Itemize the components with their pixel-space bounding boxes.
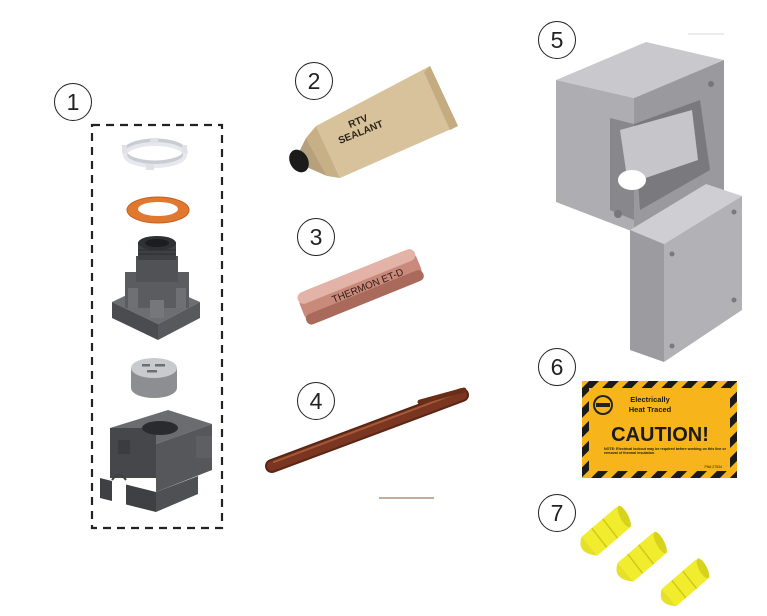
- orange-gasket: [126, 196, 190, 224]
- gray-plug: [131, 358, 177, 398]
- caution-title: CAUTION!: [611, 424, 709, 446]
- junction-box: [556, 33, 724, 232]
- caution-label: Electrically Heat Traced CAUTION! NOTE: …: [582, 381, 737, 478]
- wire-nuts: [580, 505, 710, 607]
- wire-nut-icon: [580, 505, 632, 556]
- heating-cable: [265, 387, 469, 473]
- wire-nut-icon: [616, 531, 668, 582]
- pipe-stand-base: [100, 410, 212, 512]
- thermon-splice: THERMON ET-D: [297, 249, 424, 325]
- caution-header-line2: Heat Traced: [629, 405, 672, 414]
- callout-5: 5: [538, 21, 576, 59]
- caution-code: PN# 27534: [704, 465, 722, 469]
- wire-nut-icon: [660, 558, 710, 607]
- callout-2: 2: [295, 62, 333, 100]
- callout-7: 7: [538, 494, 576, 532]
- callout-1: 1: [54, 83, 92, 121]
- junction-box-lid: [630, 184, 742, 362]
- callout-4: 4: [297, 382, 335, 420]
- callout-6: 6: [538, 348, 576, 386]
- lock-nut: [122, 138, 188, 170]
- gland-fitting: [112, 236, 200, 340]
- caution-note: NOTE: Electrical lockout may be required…: [604, 447, 727, 456]
- rtv-sealant-tube: RTV SEALANT: [289, 66, 458, 178]
- caution-label-panel: [589, 388, 730, 471]
- caution-header-line1: Electrically: [630, 395, 670, 404]
- callout-3: 3: [297, 218, 335, 256]
